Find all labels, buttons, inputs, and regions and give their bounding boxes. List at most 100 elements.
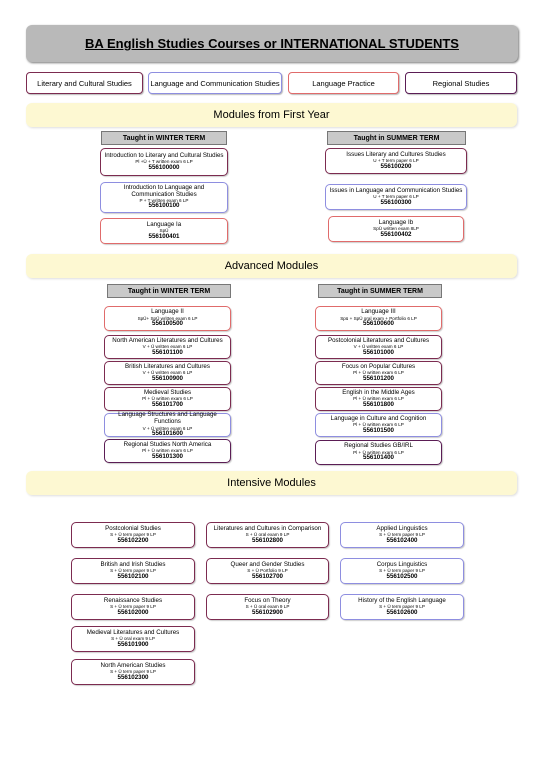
module-code: 556102800 [252,536,283,544]
module-box[interactable]: Renaissance Studies S + Ü term paper 9 L… [71,594,195,620]
page-title: BA English Studies Courses or INTERNATIO… [85,36,459,51]
module-box[interactable]: Medieval Studies Pl + Ü written exam 6 L… [104,387,231,411]
module-box[interactable]: British and Irish Studies S + Ü term pap… [71,558,195,584]
section-advanced: Advanced Modules [26,254,517,278]
title-banner: BA English Studies Courses or INTERNATIO… [26,25,518,62]
module-box[interactable]: History of the English Language S + Ü te… [340,594,464,620]
section-title: Modules from First Year [213,109,330,121]
section-title: Advanced Modules [224,260,319,272]
module-name: Language Ia [146,220,182,228]
module-name: Issues in Language and Communication Stu… [329,186,463,194]
module-name: Language Ib [378,218,414,226]
module-box[interactable]: Focus on Theory S + Ü oral exam 9 LP 556… [206,594,329,620]
term-header-summer: Taught in SUMMER TERM [318,284,442,298]
term-label: Taught in WINTER TERM [122,134,206,142]
module-code: 556100900 [152,374,183,382]
module-box[interactable]: Introduction to Language and Communicati… [100,182,228,213]
module-code: 556101800 [363,400,394,408]
module-box[interactable]: Postcolonial Literatures and Cultures V … [315,335,442,359]
legend-label: Language and Communication Studies [150,78,280,88]
module-box[interactable]: Language Ib SpÜ written exam 8LP 5561004… [328,216,464,242]
legend-language-communication: Language and Communication Studies [148,72,282,94]
module-box[interactable]: Corpus Linguistics S + Ü term paper 9 LP… [340,558,464,584]
module-code: 556101100 [152,348,183,356]
module-code: 556102600 [386,608,418,616]
module-box[interactable]: Regional Studies GB/IRL Pl + Ü written e… [315,440,442,465]
module-box[interactable]: Language in Culture and Cognition Pl + Ü… [315,413,442,437]
module-name: British and Irish Studies [100,560,166,568]
module-detail: Pl + Ü written exam 6 LP [353,370,404,376]
module-detail: S + Ü term paper 9 LP [110,532,156,538]
module-detail: Pl + Ü written exam 6 LP [353,422,404,428]
module-detail: S + Ü term paper 9 LP [379,532,425,538]
module-name: North American Literatures and Cultures [112,336,223,344]
module-name: Literatures and Cultures in Comparison [213,524,322,532]
module-name: English in the Middle Ages [342,388,415,396]
module-code: 556100500 [152,320,183,328]
module-detail: V + Ü written exam 6 LP [142,425,193,431]
module-name: Postcolonial Literatures and Cultures [327,336,430,344]
module-box[interactable]: Issues Literary and Cultures Studies U +… [325,148,467,174]
module-code: 556102300 [117,673,149,681]
module-box[interactable]: Language II SpÜ+ SpÜ written exam 6 LP 5… [104,306,231,331]
module-name: Language Structures and Language Functio… [118,411,217,426]
module-box[interactable]: Regional Studies North America Pl + Ü wr… [104,439,231,463]
module-code: 556102400 [386,536,418,544]
module-name: Language III [361,308,396,316]
module-code: 556100200 [380,162,412,170]
module-name: Focus on Theory [244,596,291,604]
legend-label: Language Practice [312,78,375,88]
module-code: 556102000 [117,608,149,616]
module-box[interactable]: Language III Spü + SpÜ oral exam + Portf… [315,306,442,331]
module-detail: Pl + Ü written exam 6 LP [353,449,404,455]
module-box[interactable]: British Literatures and Cultures V + Ü w… [104,361,231,385]
module-code: 556100300 [380,198,412,206]
module-box[interactable]: Literatures and Cultures in Comparison S… [206,522,329,548]
module-name: Introduction to Language and Communicati… [123,183,205,198]
module-code: 556101000 [363,348,394,356]
module-box[interactable]: English in the Middle Ages Pl + Ü writte… [315,387,442,411]
module-box[interactable]: North American Studies S + Ü term paper … [71,659,195,685]
module-box[interactable]: Applied Linguistics S + Ü term paper 9 L… [340,522,464,548]
module-box[interactable]: Language Ia SpÜ 556100401 [100,218,228,244]
module-code: 556102900 [252,608,283,616]
module-box[interactable]: Issues in Language and Communication Stu… [325,184,467,210]
module-name: Medieval Literatures and Cultures [86,628,180,636]
module-box[interactable]: Introduction to Literary and Cultural St… [100,148,228,176]
module-code: 556102700 [252,572,283,580]
section-intensive: Intensive Modules [26,471,517,495]
module-box[interactable]: Postcolonial Studies S + Ü term paper 9 … [71,522,195,548]
term-label: Taught in WINTER TERM [127,287,211,295]
module-box[interactable]: Medieval Literatures and Cultures S + Ü … [71,626,195,652]
module-name: North American Studies [100,661,166,669]
legend-label: Literary and Cultural Studies [37,78,132,88]
module-name: Applied Linguistics [376,524,428,532]
module-code: 556100401 [148,232,180,240]
term-label: Taught in SUMMER TERM [353,134,440,142]
module-name: Postcolonial Studies [105,524,161,532]
module-detail: S + Ü term paper 9 LP [110,604,156,610]
module-detail: Pl + Ü written exam 6 LP [353,396,404,402]
term-label: Taught in SUMMER TERM [337,287,423,295]
module-detail: S + Ü term paper 9 LP [379,568,425,574]
module-code: 556100600 [363,320,394,328]
module-code: 556101400 [363,454,394,462]
module-name: Language II [151,308,184,316]
module-detail: U + T term paper 6 LP [373,158,419,164]
module-detail: Pl + Ü written exam 6 LP [142,396,193,402]
module-detail: SpÜ written exam 8LP [373,226,419,232]
module-box[interactable]: Language Structures and Language Functio… [104,411,231,437]
module-code: 556102200 [117,536,149,544]
module-name: Introduction to Literary and Cultural St… [104,151,224,159]
module-box[interactable]: Queer and Gender Studies S + Ü Portfolio… [206,558,329,584]
module-name: Issues Literary and Cultures Studies [346,150,446,158]
module-detail: SpÜ+ SpÜ written exam 6 LP [137,315,198,321]
module-code: 556100100 [148,202,180,210]
module-detail: S + Ü term paper 9 LP [110,568,156,574]
module-detail: S + Ü oral exam 9 LP [111,636,155,642]
module-detail: S + Ü Portfolio 9 LP [247,568,288,574]
module-box[interactable]: Focus on Popular Cultures Pl + Ü written… [315,361,442,385]
module-detail: U + T term paper 6 LP [373,194,419,200]
module-box[interactable]: North American Literatures and Cultures … [104,335,231,359]
module-name: History of the English Language [358,596,446,604]
